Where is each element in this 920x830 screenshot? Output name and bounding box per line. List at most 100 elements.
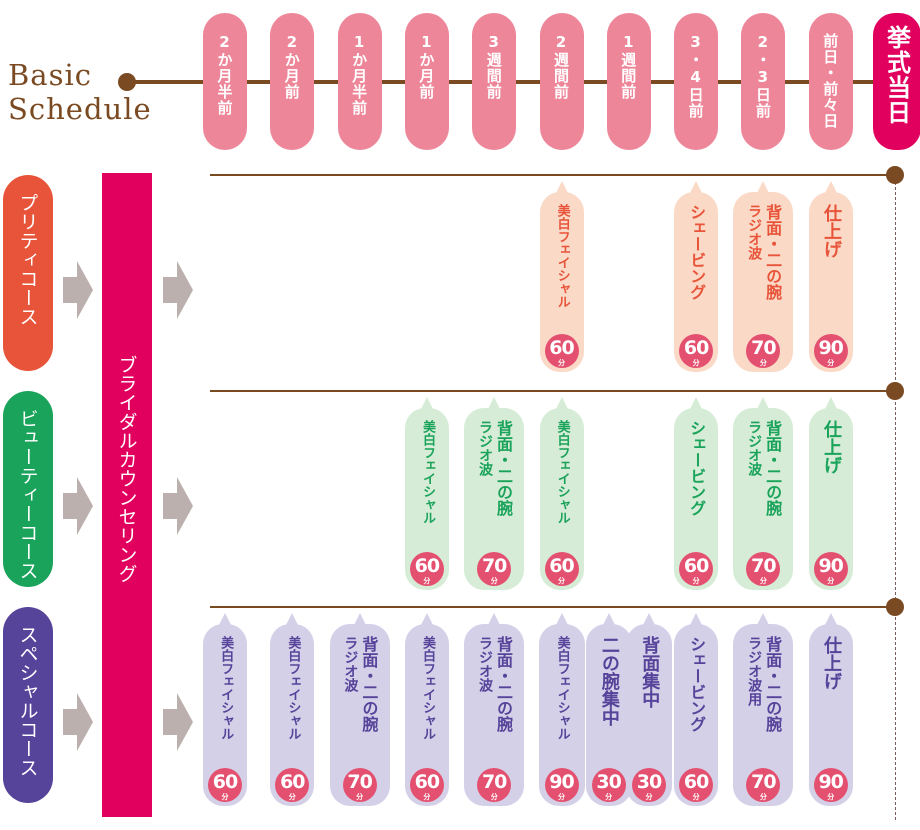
duration-minutes: 90 xyxy=(818,771,843,793)
treatment-line: ラジオ波 xyxy=(476,636,493,692)
treatment-name: シェービング xyxy=(686,420,706,590)
treatment-line: 美白フェイシャル xyxy=(554,420,570,524)
duration-unit: 分 xyxy=(827,577,835,585)
duration-unit: 分 xyxy=(423,577,431,585)
timeline-pill-label: 2か月前 xyxy=(282,33,301,100)
treatment-line: 仕上げ xyxy=(820,420,842,474)
treatment-line: 仕上げ xyxy=(820,204,842,258)
treatment-line: 背面集中 xyxy=(639,636,661,708)
arrow-right-icon xyxy=(163,693,193,751)
bridal-counseling-label: ブライダルカウンセリング xyxy=(115,355,138,583)
timeline-pill: 2・3日前 xyxy=(741,13,786,150)
duration-minutes: 70 xyxy=(347,771,372,793)
timeline-start-dot xyxy=(118,73,136,91)
treatment-name: 美白フェイシャル xyxy=(217,636,233,806)
treatment-line: 背面・二の腕 xyxy=(359,636,379,732)
arrow-right-icon xyxy=(163,477,193,535)
treatment-name: 背面・二の腕ラジオ波 xyxy=(341,636,379,806)
treatment-line: 背面・二の腕 xyxy=(763,420,783,516)
timeline-pill-label: 1か月半前 xyxy=(350,33,369,116)
duration-unit: 分 xyxy=(423,793,431,801)
bridal-counseling-bar: ブライダルカウンセリング xyxy=(102,173,152,817)
treatment-line: 美白フェイシャル xyxy=(285,636,301,740)
timeline-pill: 前日・前々日 xyxy=(808,13,853,150)
treatment-name: 美白フェイシャル xyxy=(553,636,570,806)
duration-unit: 分 xyxy=(490,793,498,801)
treatment-name: 背面・二の腕ラジオ波 xyxy=(475,420,513,590)
course-name: スペシャルコース xyxy=(16,625,39,777)
duration-unit: 分 xyxy=(692,577,700,585)
treatment-line: シェービング xyxy=(687,636,707,732)
treatment-line: 美白フェイシャル xyxy=(420,420,436,524)
duration-unit: 分 xyxy=(356,793,364,801)
treatment-name: 美白フェイシャル xyxy=(553,204,570,372)
basic-schedule-title: Basic Schedule xyxy=(8,58,152,126)
duration-unit: 分 xyxy=(490,577,498,585)
duration-unit: 分 xyxy=(558,359,565,367)
course-label-special: スペシャルコース xyxy=(3,607,53,803)
treatment-line: シェービング xyxy=(687,204,707,300)
timeline-pill: 1週間前 xyxy=(606,13,651,150)
duration-minutes: 60 xyxy=(414,555,440,577)
arrow-right-icon xyxy=(63,261,93,319)
duration-minutes: 70 xyxy=(751,771,776,793)
treatment-line: 美白フェイシャル xyxy=(420,636,436,740)
treatment-name: 二の腕集中 xyxy=(597,636,620,806)
duration-minutes: 90 xyxy=(818,337,843,359)
duration-minutes: 90 xyxy=(818,555,843,577)
duration-unit: 分 xyxy=(645,793,653,801)
title-line-1: Basic xyxy=(8,58,92,92)
row-end-dot xyxy=(886,598,904,616)
treatment-name: シェービング xyxy=(686,204,706,372)
treatment-name: シェービング xyxy=(686,636,706,806)
row-line xyxy=(210,606,895,608)
treatment-name: 美白フェイシャル xyxy=(419,636,435,806)
timeline-pill-label: 1か月前 xyxy=(417,33,436,100)
duration-minutes: 60 xyxy=(683,771,709,793)
timeline-pill: 2週間前 xyxy=(539,13,584,150)
treatment-line: 背面・二の腕 xyxy=(763,204,783,300)
duration-unit: 分 xyxy=(759,359,767,367)
treatment-name: 仕上げ xyxy=(819,636,842,806)
duration-unit: 分 xyxy=(692,359,700,367)
duration-minutes: 70 xyxy=(751,337,776,359)
duration-minutes: 70 xyxy=(751,555,776,577)
row-line xyxy=(210,390,895,392)
timeline-pill-label: 1週間前 xyxy=(619,33,638,100)
treatment-name: 背面・二の腕ラジオ波 xyxy=(745,204,783,372)
timeline-pill-label: 前日・前々日 xyxy=(821,33,840,129)
timeline-pill-label: 2か月半前 xyxy=(215,33,234,116)
duration-minutes: 60 xyxy=(549,337,574,359)
treatment-line: 背面・二の腕 xyxy=(493,636,513,732)
duration-minutes: 60 xyxy=(212,771,238,793)
row-end-dot xyxy=(886,382,904,400)
duration-minutes: 60 xyxy=(280,771,305,793)
duration-minutes: 70 xyxy=(481,771,507,793)
treatment-line: ラジオ波 xyxy=(342,636,359,692)
duration-minutes: 60 xyxy=(683,337,709,359)
duration-minutes: 30 xyxy=(636,771,662,793)
duration-minutes: 90 xyxy=(549,771,574,793)
treatment-line: 背面・二の腕 xyxy=(493,420,513,516)
timeline-pill: 3・4日前 xyxy=(674,13,719,150)
duration-minutes: 60 xyxy=(683,555,709,577)
